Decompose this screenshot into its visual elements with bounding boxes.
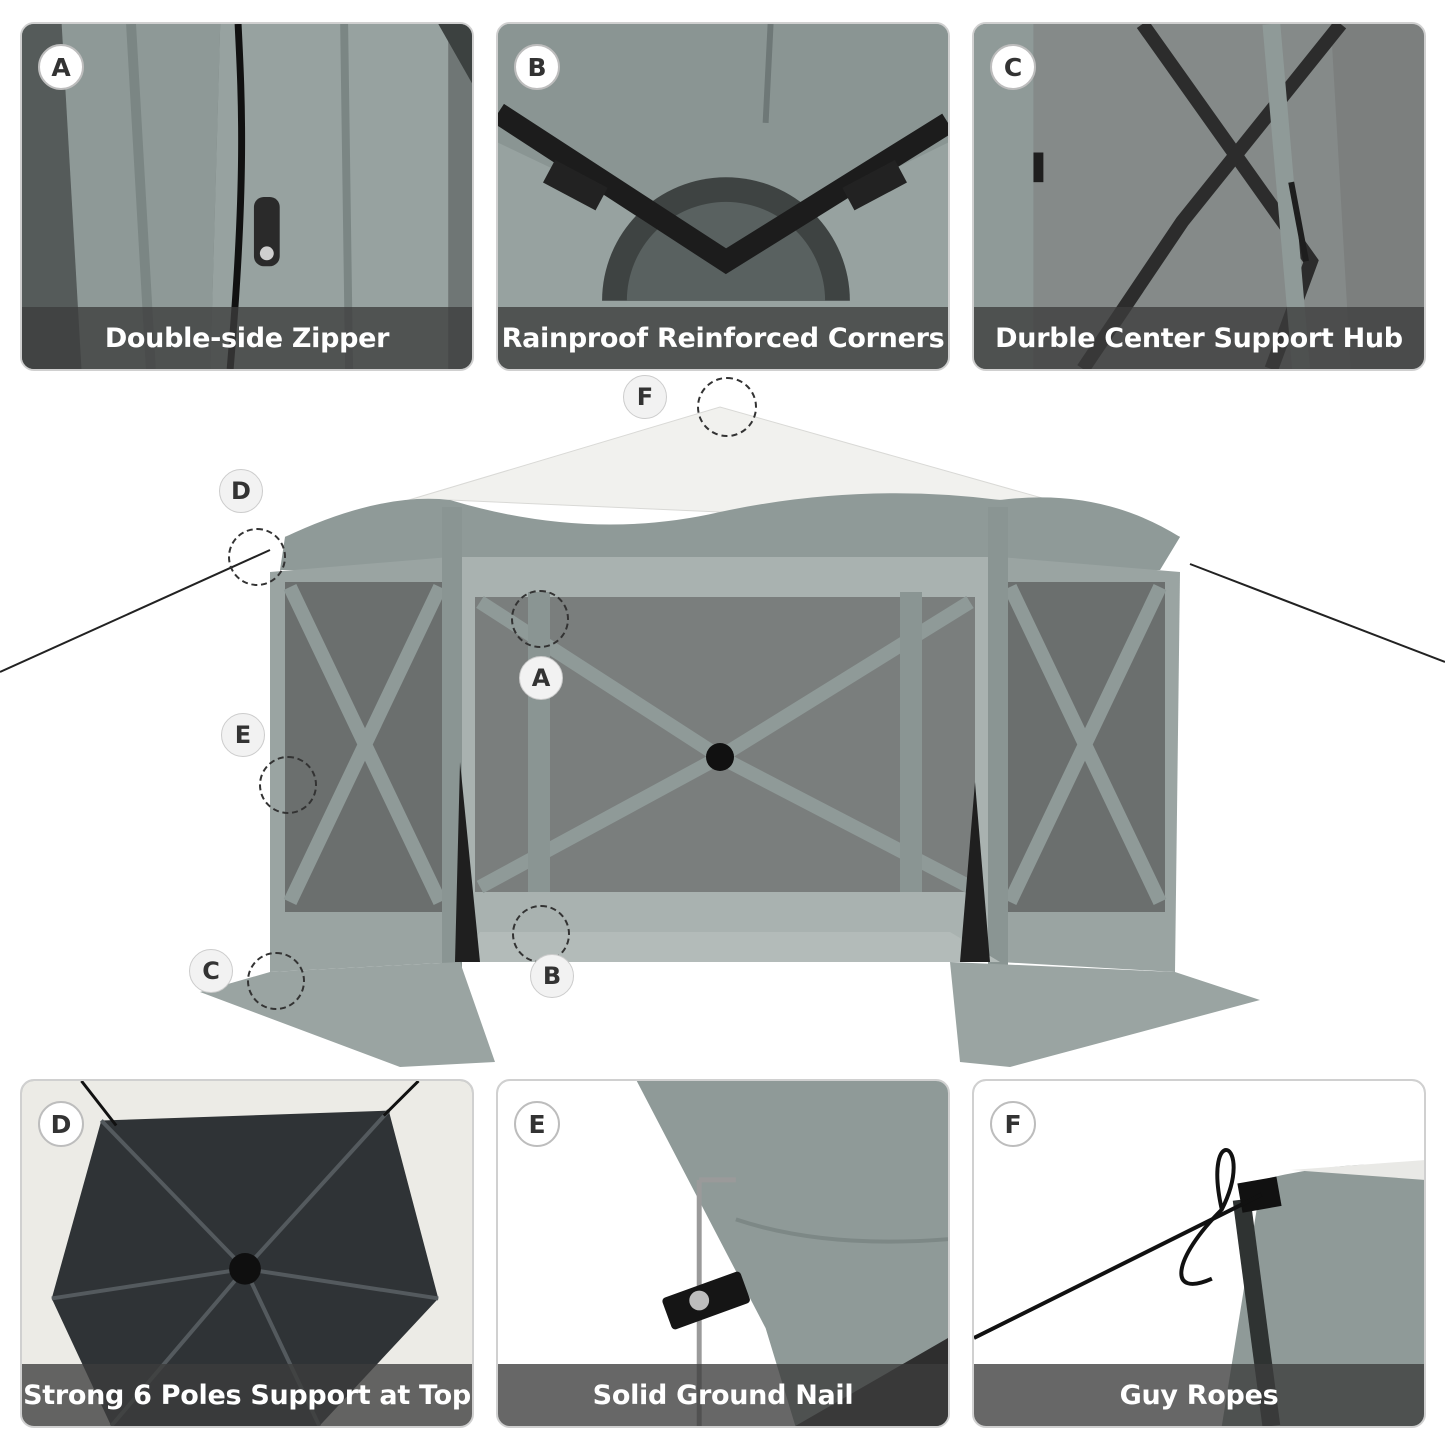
panel-caption: Double-side Zipper (22, 307, 472, 369)
tent-marker-a: A (519, 656, 563, 700)
panel-caption: Rainproof Reinforced Corners (498, 307, 948, 369)
panel-caption: Durble Center Support Hub (974, 307, 1424, 369)
feature-panel-canopy: D Strong 6 Poles Support at Top (20, 1079, 474, 1428)
feature-panel-corners: B Rainproof Reinforced Corners (496, 22, 950, 371)
tent-marker-c: C (189, 949, 233, 993)
tent-ring-c (247, 952, 305, 1010)
panel-caption: Strong 6 Poles Support at Top (22, 1364, 472, 1426)
tent-marker-b: B (530, 954, 574, 998)
panel-badge: E (514, 1101, 560, 1147)
feature-panel-hub: C Durble Center Support Hub (972, 22, 1426, 371)
panel-badge: C (990, 44, 1036, 90)
feature-panel-zipper: A Double-side Zipper (20, 22, 474, 371)
tent-marker-f: F (623, 375, 667, 419)
panel-badge: F (990, 1101, 1036, 1147)
tent-ring-d (228, 528, 286, 586)
panel-caption: Guy Ropes (974, 1364, 1424, 1426)
tent-ring-e (259, 756, 317, 814)
feature-panel-nail: E Solid Ground Nail (496, 1079, 950, 1428)
tent-marker-d: D (219, 469, 263, 513)
panel-badge: B (514, 44, 560, 90)
feature-panel-ropes: F Guy Ropes (972, 1079, 1426, 1428)
tent-illustration (0, 406, 1445, 1067)
panel-badge: D (38, 1101, 84, 1147)
corner-icon (498, 24, 948, 369)
tent-ring-f (697, 377, 757, 437)
tent-ring-b (512, 905, 570, 963)
panel-badge: A (38, 44, 84, 90)
tent-marker-e: E (221, 713, 265, 757)
panel-caption: Solid Ground Nail (498, 1364, 948, 1426)
zipper-icon (22, 24, 472, 369)
tent-ring-a (511, 590, 569, 648)
